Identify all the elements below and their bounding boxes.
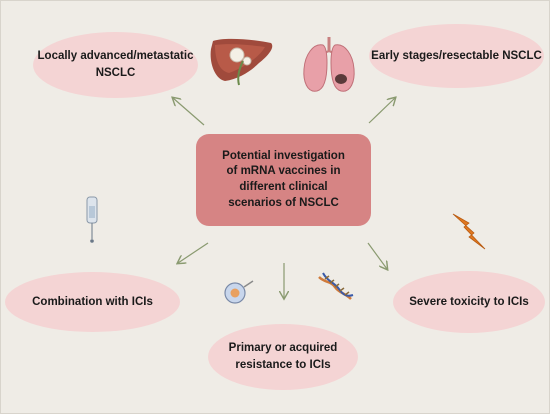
liver-icon: [210, 38, 273, 86]
node-severe-toxicity: Severe toxicity to ICIs: [393, 271, 545, 333]
lungs-icon: [303, 37, 355, 92]
node-label: Combination with ICIs: [32, 295, 153, 308]
node-label: Early stages/resectable NSCLC: [371, 49, 542, 62]
iv-bag-icon: [86, 196, 98, 243]
central-topic-label: Potential investigation of mRNA vaccines…: [222, 149, 345, 209]
arrow-to-locally-advanced: [173, 98, 205, 126]
node-label: Primary or acquired resistance to ICIs: [228, 342, 338, 371]
node-combination-with-icis: Combination with ICIs: [5, 272, 180, 332]
node-locally-advanced-nsclc: Locally advanced/metastatic NSCLC: [33, 32, 198, 98]
node-early-stages-nsclc: Early stages/resectable NSCLC: [369, 24, 544, 88]
arrow-to-toxicity: [367, 242, 387, 269]
dna-icon: [318, 272, 354, 300]
arrow-to-early-stages: [368, 98, 395, 124]
central-topic-box: Potential investigation of mRNA vaccines…: [196, 134, 371, 226]
node-label: Locally advanced/metastatic NSCLC: [37, 50, 194, 79]
node-resistance-to-icis: Primary or acquired resistance to ICIs: [208, 324, 358, 390]
node-label: Severe toxicity to ICIs: [409, 295, 529, 308]
arrow-to-combination: [178, 242, 209, 263]
cell-icon: [224, 280, 254, 304]
lightning-icon: [452, 213, 486, 250]
